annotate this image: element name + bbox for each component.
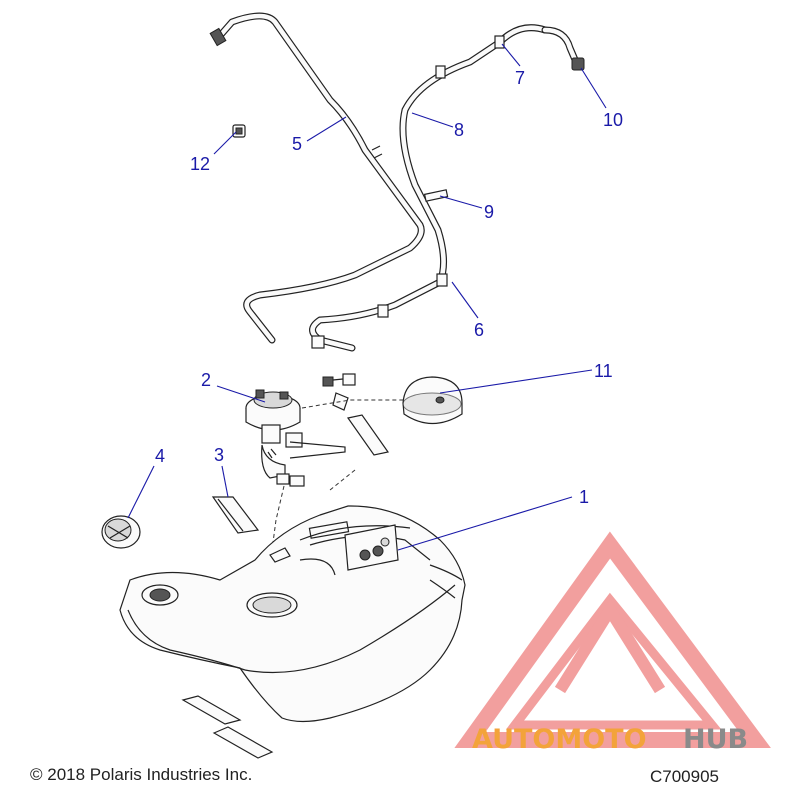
strap-lower-2 <box>212 726 274 759</box>
diagram-code: C700905 <box>650 767 719 786</box>
callout-labels: 1 2 3 4 5 6 7 8 9 10 11 12 <box>155 68 623 507</box>
gasket-strip-upper <box>346 414 390 456</box>
callout-1: 1 <box>579 487 589 507</box>
fuel-cap-part-4 <box>101 515 141 549</box>
clamp-part-6 <box>311 273 448 349</box>
callout-12: 12 <box>190 154 210 174</box>
callout-9: 9 <box>484 202 494 222</box>
watermark-brand-part1: AUTOMOTO <box>472 724 647 755</box>
clamp-part-9 <box>423 189 449 202</box>
tank-label-plate <box>344 524 399 571</box>
copyright-text: © 2018 Polaris Industries Inc. <box>30 765 252 784</box>
callout-5: 5 <box>292 134 302 154</box>
hose-part-10-segment <box>541 26 585 71</box>
callout-4: 4 <box>155 446 165 466</box>
leader-lines <box>127 43 607 551</box>
connector-part-12 <box>232 124 246 138</box>
watermark-brand-part2: HUB <box>683 724 748 755</box>
fuel-tank-part-1 <box>119 505 466 723</box>
strap-lower-1 <box>181 695 242 725</box>
fuel-pump-part-2 <box>245 389 346 487</box>
callout-8: 8 <box>454 120 464 140</box>
alignment-lines <box>271 399 405 551</box>
watermark-text: AUTOMOTO HUB <box>472 724 748 755</box>
callout-11: 11 <box>594 361 613 381</box>
hose-part-5 <box>209 12 425 344</box>
clamp-part-7 <box>435 35 505 79</box>
watermark-logo <box>454 531 771 748</box>
gasket-part-3 <box>211 496 260 534</box>
connector-upper <box>322 373 356 411</box>
hose-part-8 <box>309 24 549 352</box>
callout-7: 7 <box>515 68 525 88</box>
dome-part-11 <box>402 376 463 424</box>
callout-2: 2 <box>201 370 211 390</box>
callout-6: 6 <box>474 320 484 340</box>
callout-3: 3 <box>214 445 224 465</box>
callout-10: 10 <box>603 110 623 130</box>
